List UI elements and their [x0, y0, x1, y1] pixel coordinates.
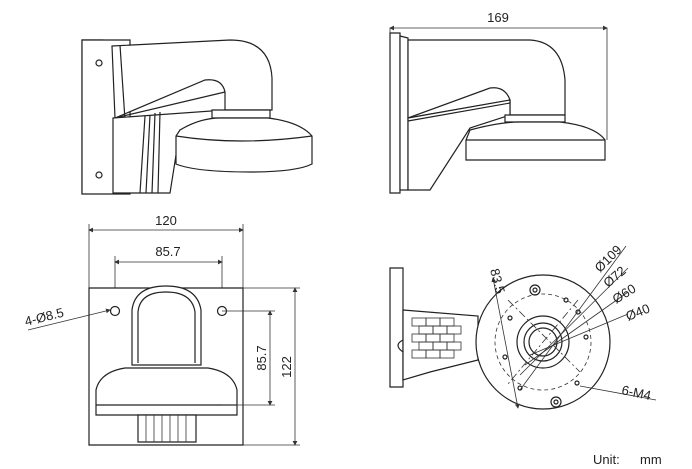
brick-pattern [411, 317, 462, 359]
hole-label: 4-Ø8.5 [23, 305, 65, 329]
side-view: 169 [389, 10, 608, 194]
dim-85-7-v: 85.7 [254, 345, 269, 370]
front-view: 120 85.7 85.7 122 4-Ø8.5 [23, 213, 300, 446]
unit-label: Unit: [593, 452, 620, 467]
dim-169: 169 [487, 10, 509, 25]
base-view: 83.5 Ø109 Ø72 Ø60 Ø40 6-M4 [389, 242, 657, 410]
perspective-view [81, 39, 313, 195]
dim-85-7-h: 85.7 [155, 244, 180, 259]
dim-122: 122 [279, 356, 294, 378]
screw-label: 6-M4 [620, 382, 652, 403]
unit-note: Unit: mm [593, 452, 662, 467]
dim-83-5: 83.5 [487, 267, 508, 295]
dim-120: 120 [155, 213, 177, 228]
dia-40: Ø40 [624, 301, 652, 324]
unit-value: mm [640, 452, 662, 467]
